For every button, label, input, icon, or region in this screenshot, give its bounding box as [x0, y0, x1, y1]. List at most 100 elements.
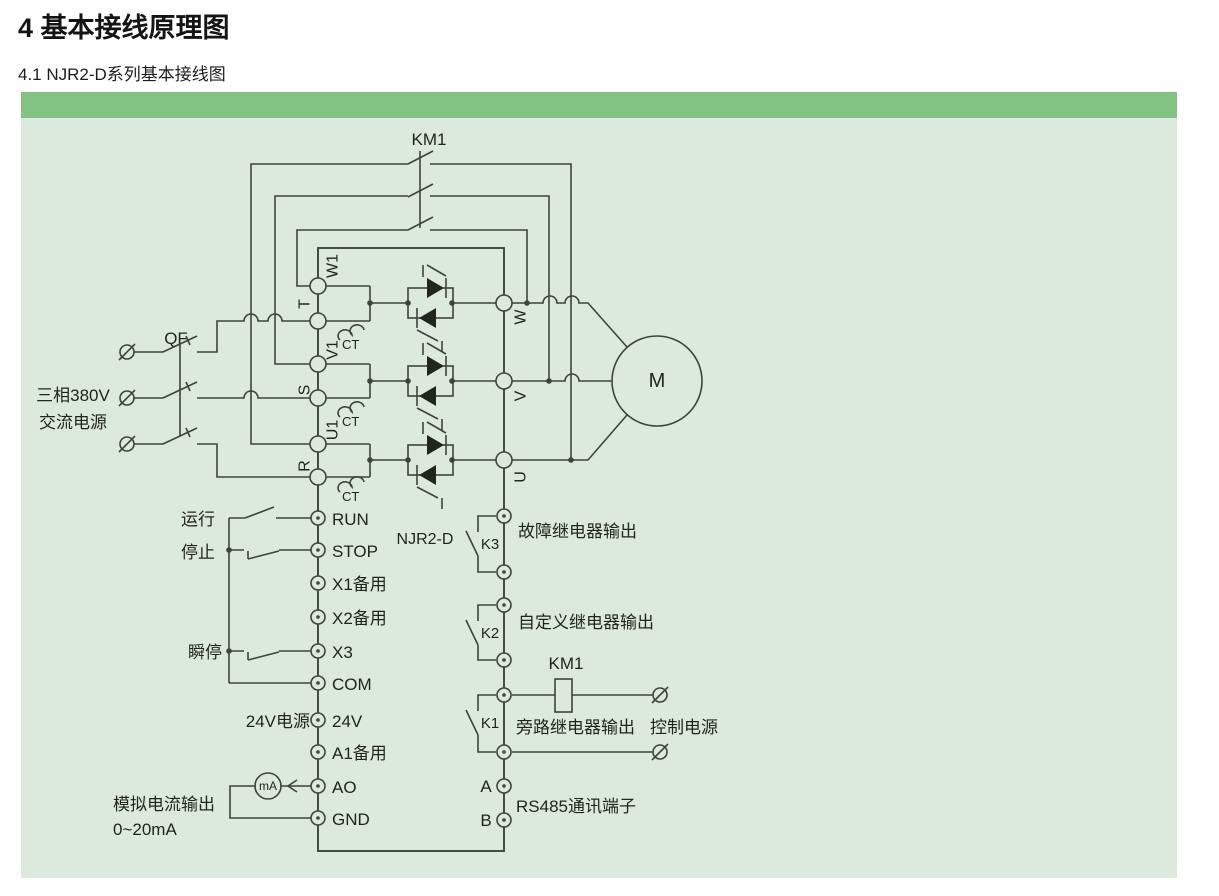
wire-qf-to-S: [197, 390, 310, 399]
psu-24v-label: 24V电源: [246, 712, 310, 731]
junction-dot: [367, 378, 373, 384]
wiring-diagram-svg: KM1 QF 三相380V 交流电源: [36, 130, 718, 852]
ct-label: CT: [342, 489, 359, 504]
thyristor-reverse-gate: [416, 465, 443, 509]
jog-switch: [229, 650, 311, 661]
terminal-T: [309, 312, 327, 330]
wiring-diagram-canvas: KM1 QF 三相380V 交流电源: [21, 118, 1177, 878]
ct-coil: [337, 401, 365, 418]
phase-s-internal-wires: [326, 363, 496, 399]
junction-dot: [449, 457, 455, 463]
thyristor-reverse-gate: [416, 386, 443, 430]
terminal-label-x2: X2备用: [332, 609, 387, 628]
page-title: 4 基本接线原理图: [18, 13, 230, 43]
control-power-terminal-slash: [651, 686, 669, 704]
terminal-label-ao: AO: [332, 778, 357, 797]
thyristor-forward-gate: [422, 264, 447, 298]
analog-label-line1: 模拟电流输出: [113, 795, 215, 814]
wire-U-to-motor: [512, 414, 628, 461]
diagram-header-bar: [21, 92, 1177, 118]
terminal-U: [495, 451, 513, 469]
jog-label: 瞬停: [188, 643, 222, 662]
comm-section: A B RS485通讯端子: [480, 777, 636, 830]
control-terminal-circles: [310, 510, 326, 826]
source-terminal-slash: [118, 343, 136, 361]
analog-label-line2: 0~20mA: [113, 820, 177, 839]
km1-coil-label: KM1: [549, 654, 584, 673]
rs485-label: RS485通讯端子: [516, 797, 636, 816]
ct-phase-s: CT: [337, 401, 365, 429]
phase-t-section: W1 T CT W: [297, 254, 530, 352]
thyristor-forward: [427, 278, 444, 298]
run-switch: [229, 506, 311, 519]
scr-pair-phase-t: [407, 264, 454, 352]
terminal-label-com: COM: [332, 675, 372, 694]
terminal-W1: [309, 277, 327, 295]
junction-dot: [449, 300, 455, 306]
meter-return-wire: [229, 785, 311, 819]
ct-phase-t: CT: [337, 324, 365, 352]
km1-coil-symbol: [554, 678, 573, 713]
terminal-label-W1: W1: [325, 254, 342, 278]
qf-source-leads: [134, 351, 163, 445]
terminal-label-V: V: [513, 390, 530, 401]
ct-coil: [337, 476, 365, 493]
comm-a-label: A: [480, 777, 492, 796]
terminal-label-x3: X3: [332, 643, 353, 662]
ct-phase-r: CT: [337, 476, 365, 504]
junction-dot: [449, 378, 455, 384]
motor-label: M: [649, 370, 666, 392]
k2-desc-label: 自定义继电器输出: [518, 613, 654, 632]
ct-label: CT: [342, 337, 359, 352]
terminal-label-U1: U1: [325, 420, 342, 441]
thyristor-forward-gate: [422, 421, 447, 455]
section-subtitle: 4.1 NJR2-D系列基本接线图: [18, 65, 226, 84]
motor-symbol: [611, 335, 703, 427]
k2-contact: [465, 604, 496, 661]
control-power-terminal-slash: [651, 743, 669, 761]
relay-output-section: K3 故障继电器输出 K2 自定义继电器输出 K1 KM1 旁路继电器输出 控制…: [465, 508, 718, 761]
thyristor-reverse-gate: [416, 308, 443, 352]
ct-label: CT: [342, 414, 359, 429]
terminal-label-S: S: [297, 385, 314, 396]
phase-r-section: U1 R CT U: [297, 420, 530, 509]
breaker-qf: QF 三相380V 交流电源: [36, 313, 310, 478]
ct-coil: [337, 324, 365, 341]
thyristor-reverse: [419, 308, 436, 328]
terminal-label-x1: X1备用: [332, 575, 387, 594]
k2-label: K2: [481, 625, 499, 642]
k1-label: K1: [481, 715, 499, 732]
k3-desc-label: 故障继电器输出: [518, 522, 637, 541]
k1-desc-label: 旁路继电器输出: [516, 718, 635, 737]
thyristor-forward: [427, 435, 444, 455]
phase-s-section: V1 S CT V: [297, 340, 530, 430]
terminal-label-24v: 24V: [332, 712, 363, 731]
ma-meter-label: mA: [259, 779, 277, 793]
stop-label: 停止: [181, 543, 215, 562]
stop-switch: [229, 549, 311, 560]
terminal-label-T: T: [297, 299, 314, 309]
thyristor-reverse: [419, 386, 436, 406]
terminal-label-R: R: [297, 460, 314, 472]
terminal-label-run: RUN: [332, 510, 369, 529]
k3-label: K3: [481, 536, 499, 553]
terminal-label-gnd: GND: [332, 810, 370, 829]
thyristor-forward: [427, 356, 444, 376]
k1-contact: [465, 694, 496, 753]
terminal-label-a1: A1备用: [332, 744, 387, 763]
terminal-label-W: W: [513, 309, 530, 325]
km1-inner-loop-wire: [296, 229, 528, 303]
phase-r-internal-wires: [326, 443, 496, 478]
terminal-label-V1: V1: [325, 340, 342, 360]
source-label-line2: 交流电源: [39, 413, 107, 432]
relay-terminal-circles: [496, 508, 512, 760]
source-terminal-slash: [118, 389, 136, 407]
km1-bypass-label: KM1: [412, 130, 447, 149]
source-label-line1: 三相380V: [36, 386, 110, 405]
source-terminal-slash: [118, 435, 136, 453]
scr-pair-phase-r: [407, 421, 454, 509]
analog-output-meter: mA: [229, 772, 311, 819]
wire-W-to-motor: [512, 295, 628, 348]
control-power-label: 控制电源: [650, 718, 718, 737]
